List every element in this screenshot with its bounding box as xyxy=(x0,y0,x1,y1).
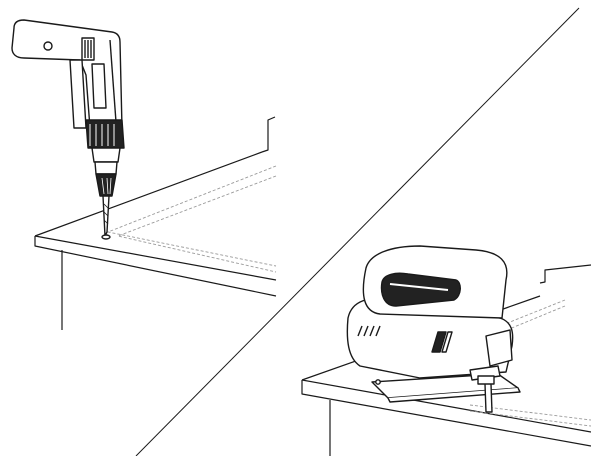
jigsaw-icon xyxy=(347,246,520,412)
cut-guide-left xyxy=(108,166,276,272)
countertop-left xyxy=(35,117,276,330)
drill-icon xyxy=(12,20,124,239)
left-panel xyxy=(12,20,276,330)
right-panel xyxy=(302,246,591,456)
